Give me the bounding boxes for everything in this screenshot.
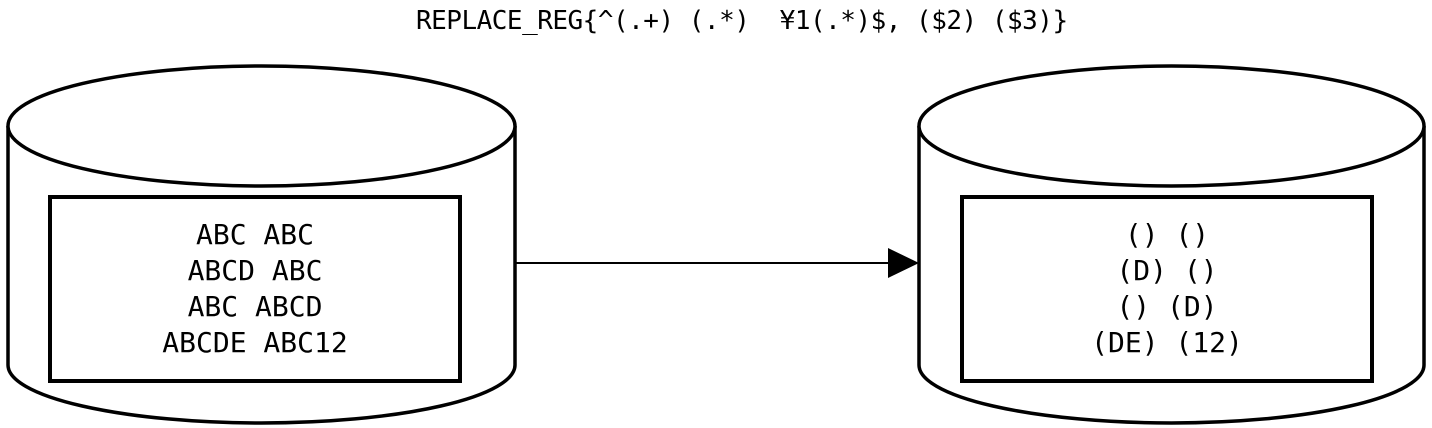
result-records: () () (D) () () (D) (DE) (12)	[962, 197, 1372, 381]
source-records: ABC ABC ABCD ABC ABC ABCD ABCDE ABC12	[50, 197, 460, 381]
transform-arrow	[514, 248, 919, 278]
result-record-line: () (D)	[1116, 290, 1218, 323]
source-record-line: ABC ABCD	[187, 290, 323, 323]
result-database-cylinder	[917, 64, 1426, 425]
arrow-head-icon	[888, 248, 919, 278]
source-record-line: ABCDE ABC12	[162, 326, 348, 359]
result-records-box	[960, 195, 1374, 383]
regex-title: REPLACE_REG{^(.+) (.*) ¥1(.*)$, ($2) ($3…	[416, 6, 1068, 36]
source-record-line: ABCD ABC	[187, 254, 323, 287]
result-cylinder-top	[917, 64, 1426, 188]
source-record-line: ABC ABC	[195, 218, 314, 251]
source-records-box	[48, 195, 462, 383]
result-record-line: () ()	[1124, 218, 1210, 251]
source-cylinder-top	[6, 64, 517, 188]
result-record-line: (D) ()	[1116, 254, 1218, 287]
result-record-line: (DE) (12)	[1091, 326, 1243, 359]
source-database-cylinder	[6, 64, 517, 425]
